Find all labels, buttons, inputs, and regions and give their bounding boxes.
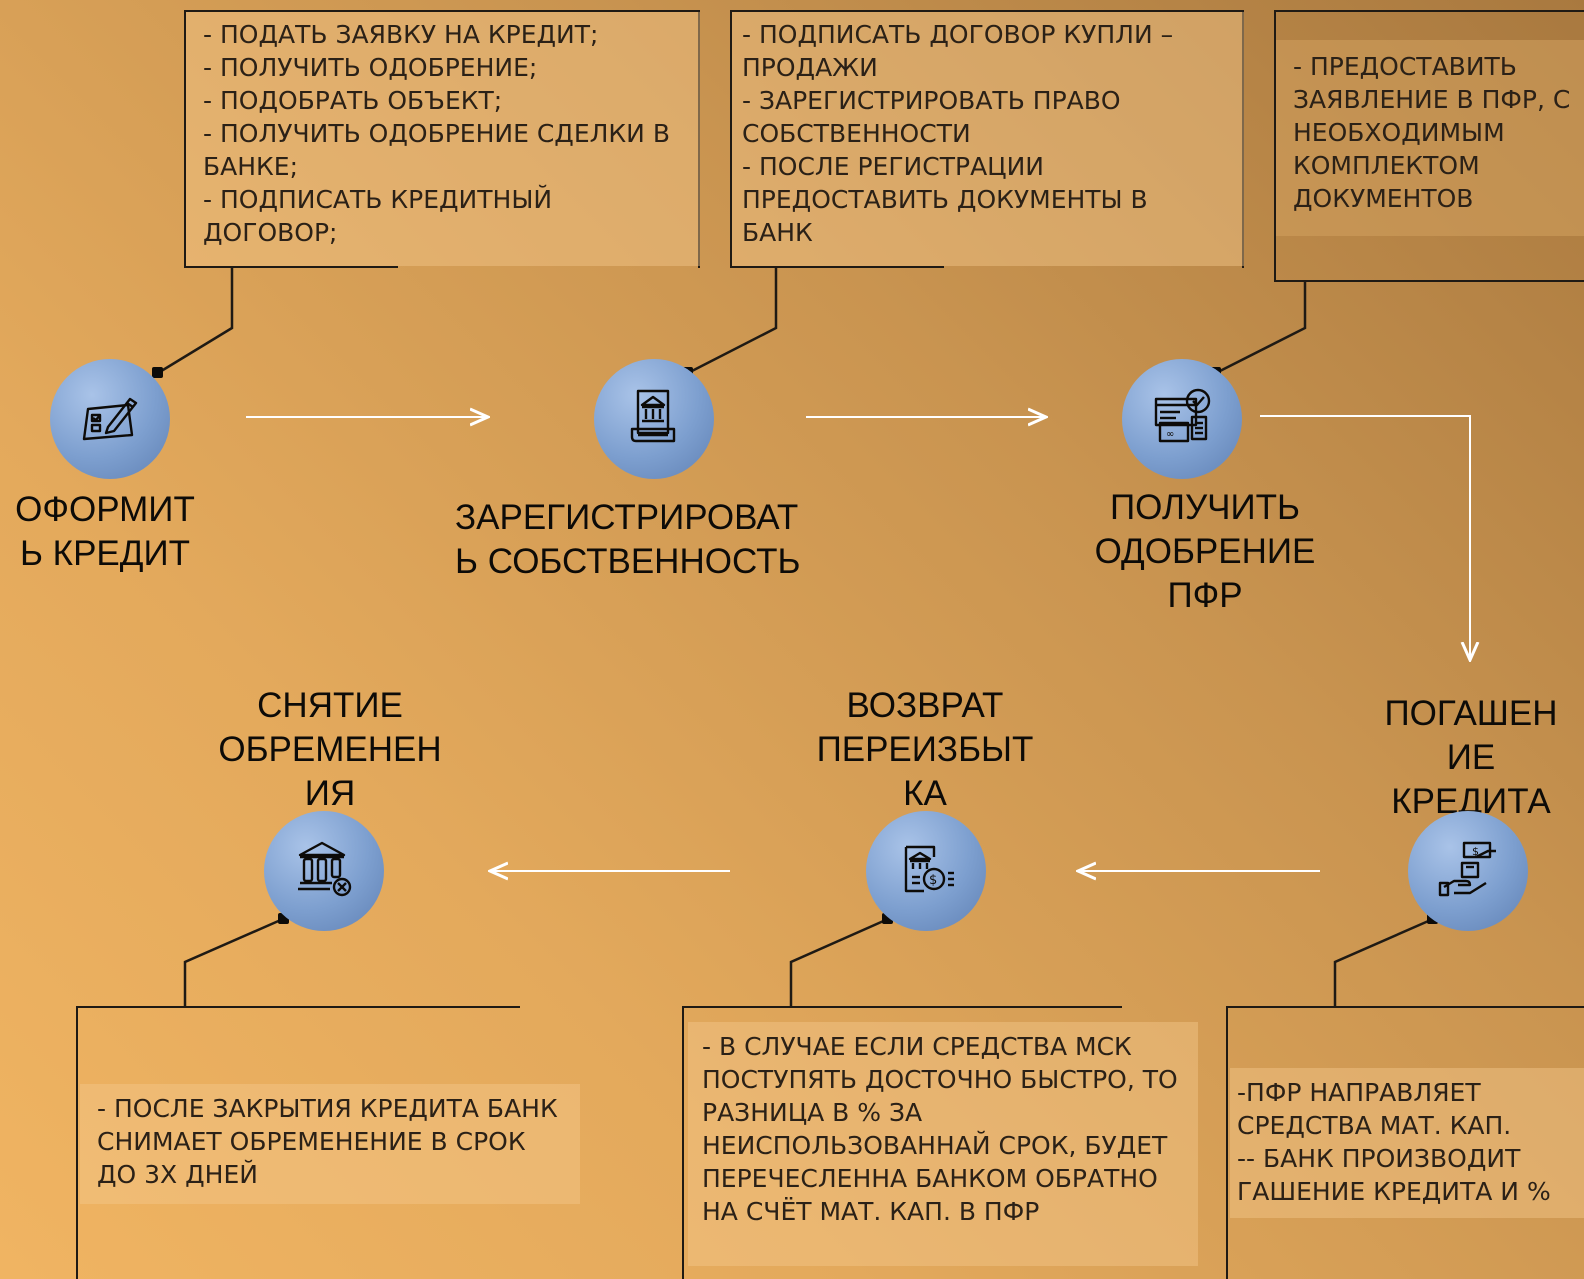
note-frame-2: [730, 10, 1244, 268]
note-background-2: [732, 12, 1244, 266]
step-2-title: ЗАРЕГИСТРИРОВАТ Ь СОБСТВЕННОСТЬ: [455, 498, 801, 581]
leader-line-2: [687, 266, 778, 375]
money-return-icon: $: [894, 837, 958, 906]
step-6-note: - ПОСЛЕ ЗАКРЫТИЯ КРЕДИТА БАНК СНИМАЕТ ОБ…: [97, 1094, 558, 1189]
bank-cancel-icon: [292, 837, 356, 906]
step-3-note: - ПРЕДОСТАВИТЬ ЗАЯВЛЕНИЕ В ПФР, С НЕОБХО…: [1293, 52, 1571, 213]
leader-line-4: [1333, 917, 1434, 1006]
note-background-4: [1230, 1068, 1584, 1218]
step-6-title: СНЯТИЕ ОБРЕМЕНЕН ИЯ: [218, 686, 442, 813]
application-form-icon: [78, 385, 142, 454]
leader-line-6: [183, 917, 284, 1006]
flow-arrow-3: [1260, 415, 1470, 660]
step-3-circle: ∞: [1122, 359, 1242, 479]
note-frame-5: [682, 1006, 1122, 1279]
note-frame-3: [1274, 10, 1584, 282]
step-2-note: - ПОДПИСАТЬ ДОГОВОР КУПЛИ – ПРОДАЖИ - ЗА…: [742, 20, 1174, 247]
note-background-5: [688, 1022, 1198, 1266]
step-4-circle: $: [1408, 811, 1528, 931]
note-frame-4: [1226, 1006, 1584, 1279]
step-5-note: - В СЛУЧАЕ ЕСЛИ СРЕДСТВА МСК ПОСТУПЯТЬ Д…: [702, 1032, 1178, 1226]
step-1-note: - ПОДАТЬ ЗАЯВКУ НА КРЕДИТ; - ПОЛУЧИТЬ ОД…: [203, 20, 670, 247]
step-4-note: -ПФР НАПРАВЛЯЕТ СРЕДСТВА МАТ. КАП. -- БА…: [1237, 1078, 1551, 1206]
approved-card-icon: ∞: [1150, 385, 1214, 454]
note-frame-2-bottom: [730, 266, 944, 268]
step-6-circle: [264, 811, 384, 931]
note-background-1: [186, 12, 700, 266]
leader-line-5: [789, 917, 889, 1006]
svg-text:$: $: [1472, 845, 1479, 858]
step-1-title: ОФОРМИТ Ь КРЕДИТ: [15, 490, 195, 573]
leader-line-1: [157, 266, 234, 375]
bank-document-icon: [622, 385, 686, 454]
note-frame-6: [76, 1006, 520, 1279]
note-background-6: [80, 1084, 580, 1204]
anchor-dot: [152, 367, 163, 378]
svg-text:∞: ∞: [1166, 429, 1174, 440]
note-background-3: [1276, 40, 1584, 236]
note-frame-1: [184, 10, 700, 268]
money-payment-icon: $: [1436, 837, 1500, 906]
step-1-circle: [50, 359, 170, 479]
svg-text:$: $: [929, 873, 937, 888]
leader-line-3: [1215, 282, 1307, 375]
step-2-circle: [594, 359, 714, 479]
step-5-circle: $: [866, 811, 986, 931]
step-4-title: ПОГАШЕН ИЕ КРЕДИТА: [1384, 694, 1558, 821]
step-5-title: ВОЗВРАТ ПЕРЕИЗБЫТ КА: [816, 686, 1034, 813]
note-frame-1-bottom: [184, 266, 398, 268]
step-3-title: ПОЛУЧИТЬ ОДОБРЕНИЕ ПФР: [1094, 488, 1316, 615]
